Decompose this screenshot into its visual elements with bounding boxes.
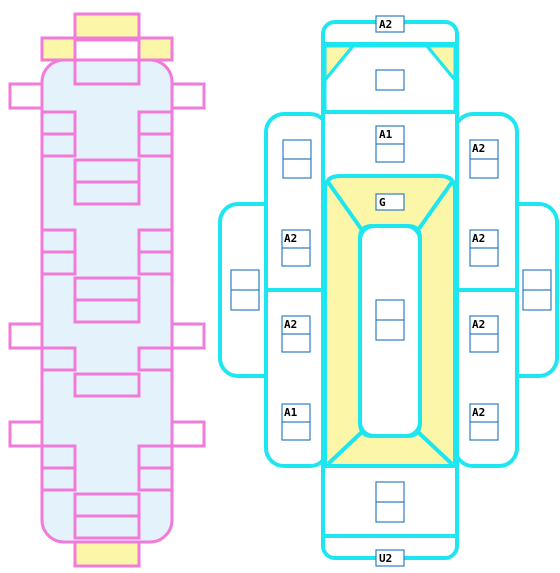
marker-center-g [375, 193, 405, 211]
left-flap-1-r [170, 82, 206, 110]
marker-left-a1-low [281, 403, 311, 441]
left-flap-2-l [8, 322, 44, 350]
right-labels: A2 A1 G U2 A2 A2 A1 A2 A2 A2 A2 [284, 18, 485, 565]
left-top-glue-tab [73, 12, 141, 42]
right-dieline-diagram [218, 20, 559, 560]
marker-right-a2-1 [469, 229, 499, 267]
right-frame-slant-br [416, 430, 454, 466]
label-right-upper: A2 [472, 232, 485, 245]
marker-top-a1 [375, 125, 405, 163]
left-flap-3-l [8, 420, 44, 448]
left-top-left-tab [40, 36, 77, 62]
marker-left-a2-1 [281, 229, 311, 267]
marker-bottom-panel [375, 481, 405, 523]
marker-right-a2-low [469, 403, 499, 441]
label-bottom: U2 [379, 552, 392, 565]
marker-left-wing-outer [230, 269, 260, 311]
label-right-outer: A2 [472, 142, 485, 155]
label-left-upper: A2 [284, 232, 297, 245]
left-flap-1-l [8, 82, 44, 110]
label-right-lower: A2 [472, 406, 485, 419]
marker-top-cap [375, 15, 405, 33]
left-flap-3-r [170, 420, 206, 448]
marker-left-upper [282, 139, 312, 179]
left-bottom-glue-tab [73, 538, 141, 568]
left-notch-rows [40, 110, 174, 540]
marker-right-upper [469, 139, 499, 179]
marker-left-a2-2 [281, 315, 311, 353]
label-top-panel: A1 [379, 128, 393, 141]
label-left-mid: A2 [284, 318, 297, 331]
marker-top-panel [375, 69, 405, 91]
label-right-mid: A2 [472, 318, 485, 331]
marker-right-wing-outer [522, 269, 552, 311]
left-top-panel [73, 36, 141, 86]
right-frame-slant-bl [326, 430, 364, 466]
left-flap-2-r [170, 322, 206, 350]
label-top: A2 [379, 18, 392, 31]
marker-bottom-cap [375, 549, 405, 567]
label-left-lower: A1 [284, 406, 298, 419]
marker-center-window [375, 299, 405, 341]
left-dieline-diagram [8, 12, 206, 568]
label-center-top: G [379, 196, 386, 209]
right-frame-slant-tl [326, 180, 364, 232]
left-top-right-tab [137, 36, 174, 62]
right-frame-slant-tr [416, 180, 454, 232]
marker-right-a2-2 [469, 315, 499, 353]
right-top-slant-box [323, 44, 457, 110]
right-box-markers [230, 15, 552, 567]
